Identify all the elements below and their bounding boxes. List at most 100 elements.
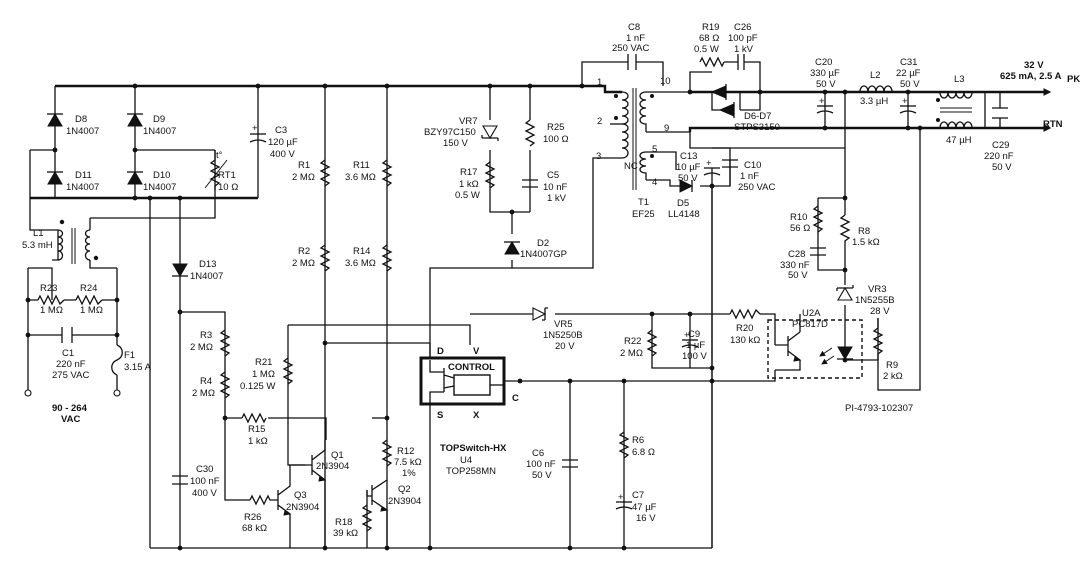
svg-text:1 kΩ: 1 kΩ bbox=[248, 436, 268, 447]
svg-text:10 Ω: 10 Ω bbox=[218, 182, 238, 193]
svg-text:R24: R24 bbox=[80, 283, 97, 294]
svg-text:0.125 W: 0.125 W bbox=[240, 381, 275, 392]
capacitor-c31: + C31 22 µF 50 V bbox=[896, 57, 921, 114]
resistor-r20: R20 130 kΩ bbox=[729, 308, 761, 346]
resistor-r4: R4 2 MΩ bbox=[192, 371, 231, 399]
svg-text:D11: D11 bbox=[75, 170, 92, 181]
svg-text:2 MΩ: 2 MΩ bbox=[292, 172, 315, 183]
svg-text:+: + bbox=[252, 123, 258, 134]
svg-text:1: 1 bbox=[597, 77, 602, 88]
svg-text:L1: L1 bbox=[33, 228, 44, 239]
svg-text:9: 9 bbox=[664, 123, 669, 134]
svg-text:R12: R12 bbox=[397, 446, 414, 457]
resistor-r15: R15 1 kΩ bbox=[241, 412, 268, 447]
svg-text:2N3904: 2N3904 bbox=[316, 461, 349, 472]
svg-text:220 nF: 220 nF bbox=[56, 359, 86, 370]
svg-text:6.8 Ω: 6.8 Ω bbox=[632, 447, 655, 458]
svg-text:220 nF: 220 nF bbox=[984, 151, 1014, 162]
svg-text:0.5 W: 0.5 W bbox=[455, 190, 480, 201]
svg-text:1 nF: 1 nF bbox=[626, 33, 645, 44]
svg-text:39 kΩ: 39 kΩ bbox=[333, 528, 358, 539]
svg-text:100 nF: 100 nF bbox=[526, 459, 556, 470]
svg-text:330 µF: 330 µF bbox=[810, 68, 840, 79]
svg-text:1N4007GP: 1N4007GP bbox=[520, 249, 567, 260]
svg-text:10: 10 bbox=[660, 76, 671, 87]
resistor-r9: R9 2 kΩ bbox=[872, 318, 903, 382]
svg-text:R18: R18 bbox=[335, 517, 352, 528]
svg-text:C30: C30 bbox=[196, 464, 213, 475]
svg-text:90 - 264: 90 - 264 bbox=[52, 403, 88, 414]
capacitor-c30: C30 100 nF 400 V bbox=[172, 464, 220, 499]
svg-text:R1: R1 bbox=[298, 160, 310, 171]
svg-text:2 MΩ: 2 MΩ bbox=[620, 348, 643, 359]
diode-d10: D10 1N4007 bbox=[127, 170, 176, 193]
svg-text:1.5 kΩ: 1.5 kΩ bbox=[852, 237, 880, 248]
svg-text:3.15 A: 3.15 A bbox=[124, 362, 152, 373]
svg-text:R26: R26 bbox=[244, 512, 261, 523]
capacitor-c9: + C9 1 µF 100 V bbox=[681, 329, 707, 362]
resistor-r8: R8 1.5 kΩ bbox=[839, 214, 880, 248]
capacitor-c29: C29 220 nF 50 V bbox=[984, 107, 1014, 173]
svg-text:VAC: VAC bbox=[61, 414, 80, 425]
resistor-r19: R19 68 Ω 0.5 W bbox=[694, 22, 725, 68]
svg-text:1 MΩ: 1 MΩ bbox=[252, 369, 275, 380]
svg-text:47 µH: 47 µH bbox=[946, 135, 972, 146]
resistor-r17: R17 1 kΩ 0.5 W bbox=[455, 161, 496, 201]
svg-text:275 VAC: 275 VAC bbox=[52, 370, 89, 381]
svg-text:1N5255B: 1N5255B bbox=[855, 295, 895, 306]
svg-text:D8: D8 bbox=[75, 114, 87, 125]
capacitor-c13: + C13 10 µF 50 V bbox=[676, 151, 721, 184]
svg-text:R14: R14 bbox=[353, 246, 370, 257]
svg-text:330 nF: 330 nF bbox=[780, 260, 810, 271]
svg-text:R17: R17 bbox=[460, 167, 477, 178]
svg-text:+: + bbox=[706, 158, 712, 169]
inductor-l1: L1 5.3 mH bbox=[22, 219, 99, 264]
capacitor-c3: + C3 120 µF 400 V bbox=[249, 123, 298, 160]
capacitor-c10: C10 1 nF 250 VAC bbox=[722, 159, 775, 193]
svg-text:1N4007: 1N4007 bbox=[190, 271, 223, 282]
svg-text:1N4007: 1N4007 bbox=[66, 182, 99, 193]
capacitor-c1: C1 220 nF 275 VAC bbox=[52, 327, 89, 381]
resistor-r10: R10 56 Ω bbox=[790, 205, 824, 234]
resistor-r24: R24 1 MΩ bbox=[75, 283, 103, 316]
resistor-r25: R25 100 Ω bbox=[524, 119, 569, 147]
svg-text:C10: C10 bbox=[744, 160, 761, 171]
svg-text:C13: C13 bbox=[680, 151, 697, 162]
svg-text:LL4148: LL4148 bbox=[668, 209, 700, 220]
svg-text:250 VAC: 250 VAC bbox=[738, 182, 775, 193]
transistor-q2: Q2 2N3904 bbox=[366, 479, 421, 548]
resistor-r18: R18 39 kΩ bbox=[333, 504, 373, 539]
svg-text:C6: C6 bbox=[532, 448, 544, 459]
svg-text:+: + bbox=[819, 96, 825, 107]
svg-text:2 kΩ: 2 kΩ bbox=[883, 371, 903, 382]
resistor-r14: R14 3.6 MΩ bbox=[345, 244, 393, 272]
svg-text:C5: C5 bbox=[547, 170, 559, 181]
svg-text:F1: F1 bbox=[124, 350, 135, 361]
svg-text:TOP258MN: TOP258MN bbox=[446, 466, 496, 477]
svg-text:+: + bbox=[618, 492, 624, 503]
resistor-r6: R6 6.8 Ω bbox=[618, 431, 655, 459]
svg-text:R9: R9 bbox=[886, 360, 898, 371]
svg-text:50 V: 50 V bbox=[788, 270, 808, 281]
svg-text:RTN: RTN bbox=[1043, 119, 1063, 130]
svg-text:D5: D5 bbox=[677, 198, 689, 209]
diode-d2: D2 1N4007GP bbox=[504, 238, 567, 260]
svg-text:BZY97C150: BZY97C150 bbox=[424, 127, 476, 138]
svg-text:1N5250B: 1N5250B bbox=[543, 330, 583, 341]
svg-text:1 nF: 1 nF bbox=[740, 171, 759, 182]
svg-text:C7: C7 bbox=[632, 490, 644, 501]
svg-text:R6: R6 bbox=[632, 435, 644, 446]
svg-text:C28: C28 bbox=[788, 249, 805, 260]
svg-text:C: C bbox=[512, 393, 519, 404]
svg-text:130 kΩ: 130 kΩ bbox=[730, 335, 760, 346]
svg-text:Q3: Q3 bbox=[294, 490, 307, 501]
svg-text:EF25: EF25 bbox=[632, 209, 655, 220]
svg-text:D13: D13 bbox=[199, 259, 216, 270]
svg-text:1 µF: 1 µF bbox=[686, 340, 705, 351]
svg-text:U4: U4 bbox=[460, 455, 472, 466]
resistor-r23: R23 1 MΩ bbox=[37, 283, 65, 316]
svg-text:100 V: 100 V bbox=[682, 351, 707, 362]
svg-text:STPS3150: STPS3150 bbox=[734, 122, 780, 133]
svg-text:R22: R22 bbox=[624, 336, 641, 347]
svg-text:R3: R3 bbox=[200, 330, 212, 341]
